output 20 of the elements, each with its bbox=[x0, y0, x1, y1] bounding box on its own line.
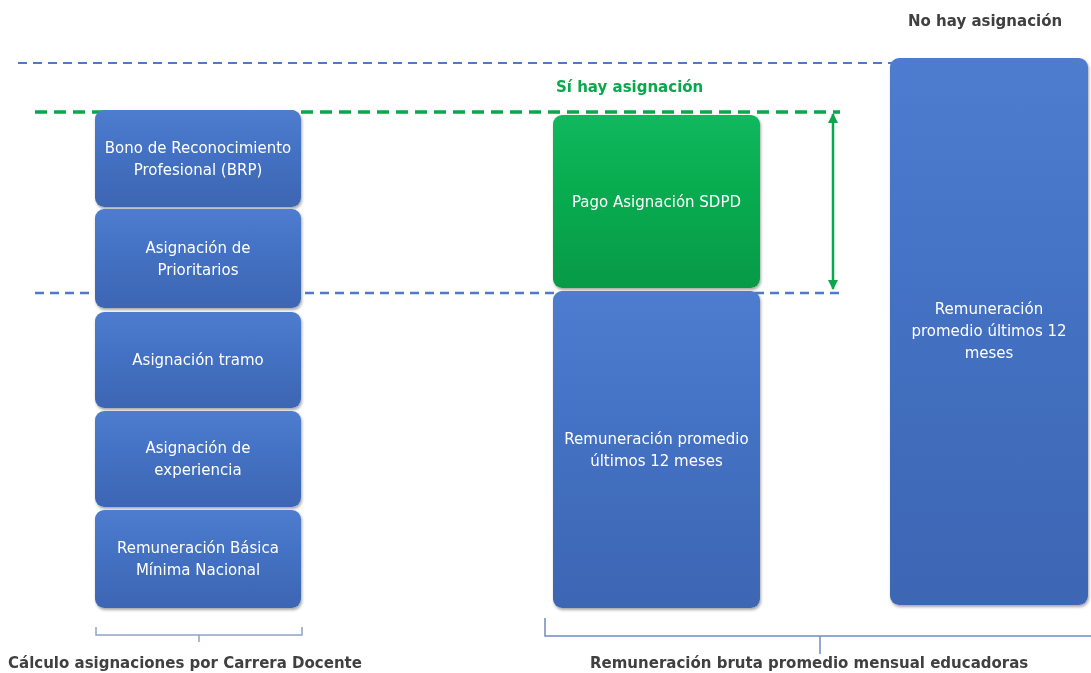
block-label: Pago Asignación SDPD bbox=[571, 191, 742, 213]
block-label: Asignación tramo bbox=[131, 350, 265, 371]
block-label: Asignación de experiencia bbox=[144, 438, 252, 481]
block-label: Asignación de Prioritarios bbox=[144, 237, 252, 281]
level-label: Sí hay asignación bbox=[556, 78, 704, 96]
stacked-block bbox=[95, 312, 301, 408]
stacked-block bbox=[95, 411, 301, 507]
block-label: Remuneración Básica Mínima Nacional bbox=[116, 538, 280, 581]
level-label: No hay asignación bbox=[908, 12, 1063, 30]
stacked-block bbox=[95, 209, 301, 308]
block-label: Remuneración promedio últimos 12 meses bbox=[563, 428, 750, 472]
block-label: Bono de Reconocimiento Profesional (BRP) bbox=[103, 137, 293, 181]
group-caption: Remuneración bruta promedio mensual educadoras bbox=[590, 654, 1029, 672]
block-label: Remuneración promedio últimos 12 meses bbox=[910, 299, 1068, 364]
highlighted-block bbox=[553, 115, 760, 288]
stacked-block bbox=[553, 291, 760, 608]
stacked-block bbox=[95, 510, 301, 608]
stacked-block bbox=[95, 110, 301, 207]
group-caption: Cálculo asignaciones por Carrera Docente bbox=[8, 654, 362, 672]
stacked-block bbox=[890, 58, 1088, 605]
